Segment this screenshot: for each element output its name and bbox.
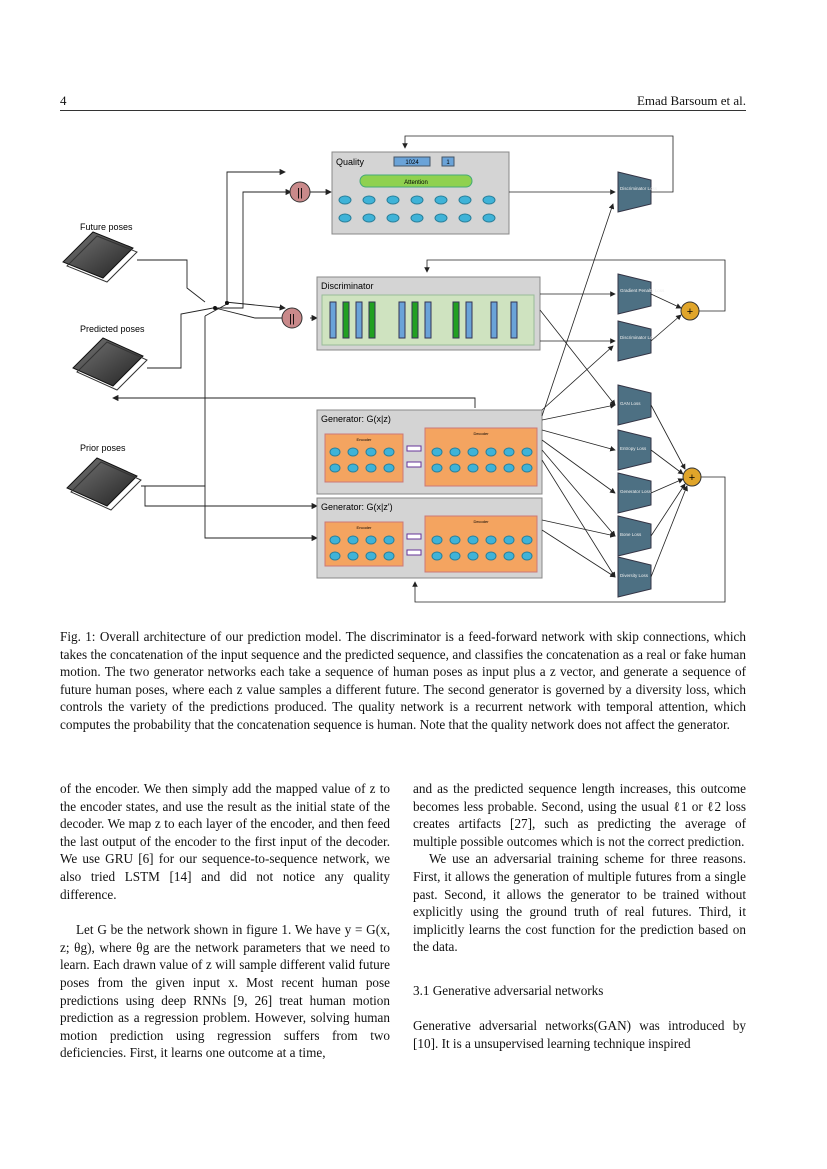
right-paragraph-2: We use an adversarial training scheme fo… (413, 851, 746, 955)
loss-blocks (617, 171, 652, 598)
generator-1-title: Generator: G(x|z) (321, 414, 391, 424)
prior-poses-stack (66, 457, 142, 511)
loss-label-bone: Bone Loss (620, 532, 642, 537)
loss-label-entropy: Entropy Loss (620, 446, 647, 451)
generator-1-panel: Generator: G(x|z) Encoder Decoder (316, 409, 543, 495)
concat-node-discriminator: || (281, 307, 303, 329)
right-paragraph-1: and as the predicted sequence length inc… (413, 781, 746, 849)
svg-text:1: 1 (446, 160, 450, 166)
svg-text:Encoder: Encoder (357, 525, 373, 530)
right-column: and as the predicted sequence length inc… (413, 780, 746, 956)
svg-text:||: || (289, 313, 295, 325)
right-paragraph-3: Generative adversarial networks(GAN) was… (413, 1018, 746, 1051)
svg-text:Attention: Attention (404, 180, 428, 186)
svg-text:+: + (687, 306, 693, 318)
svg-text:Decoder: Decoder (473, 431, 489, 436)
architecture-figure: Future poses Predicted poses Prior poses… (62, 135, 726, 603)
predicted-poses-label: Predicted poses (80, 324, 145, 334)
loss-label-diversity: Diversity Loss (620, 573, 649, 578)
svg-text:Decoder: Decoder (473, 519, 489, 524)
left-paragraph-2: Let G be the network shown in figure 1. … (60, 922, 390, 1061)
discriminator-panel: Discriminator (316, 276, 541, 351)
page-number: 4 (60, 93, 67, 108)
loss-label-quality-discriminator: Discriminator Loss (620, 186, 658, 191)
running-head-authors: Emad Barsoum et al. (636, 93, 746, 108)
predicted-poses-stack (72, 337, 148, 391)
generator-2-title: Generator: G(x|z') (321, 502, 393, 512)
header-rule (60, 110, 746, 111)
future-poses-stack (62, 231, 138, 283)
loss-label-gradient-penalty: Gradient Penalty Loss (620, 288, 665, 293)
quality-title: Quality (336, 157, 365, 167)
left-column: of the encoder. We then simply add the m… (60, 780, 390, 1062)
future-poses-label: Future poses (80, 222, 133, 232)
plus-node-generator: + (682, 467, 702, 487)
svg-text:+: + (689, 472, 695, 484)
caption-label: Fig. 1: (60, 629, 96, 644)
discriminator-title: Discriminator (321, 281, 374, 291)
generator-2-panel: Generator: G(x|z') Encoder Decoder (316, 497, 543, 579)
quality-network-panel: Quality 1024 1 Attention (331, 151, 510, 235)
svg-text:1024: 1024 (405, 160, 419, 166)
loss-label-discriminator: Discriminator Loss (620, 335, 658, 340)
loss-label-gan: GAN Loss (620, 401, 641, 406)
left-paragraph-1: of the encoder. We then simply add the m… (60, 781, 390, 902)
figure-caption: Fig. 1: Overall architecture of our pred… (60, 628, 746, 734)
plus-node-discriminator: + (680, 301, 700, 321)
loss-label-generator: Generator Loss (620, 489, 652, 494)
svg-text:Encoder: Encoder (357, 437, 373, 442)
caption-text: Overall architecture of our prediction m… (60, 629, 746, 732)
prior-poses-label: Prior poses (80, 443, 126, 453)
section-heading: 3.1 Generative adversarial networks (413, 983, 604, 998)
concat-node-quality: || (289, 181, 311, 203)
svg-text:||: || (297, 187, 303, 199)
